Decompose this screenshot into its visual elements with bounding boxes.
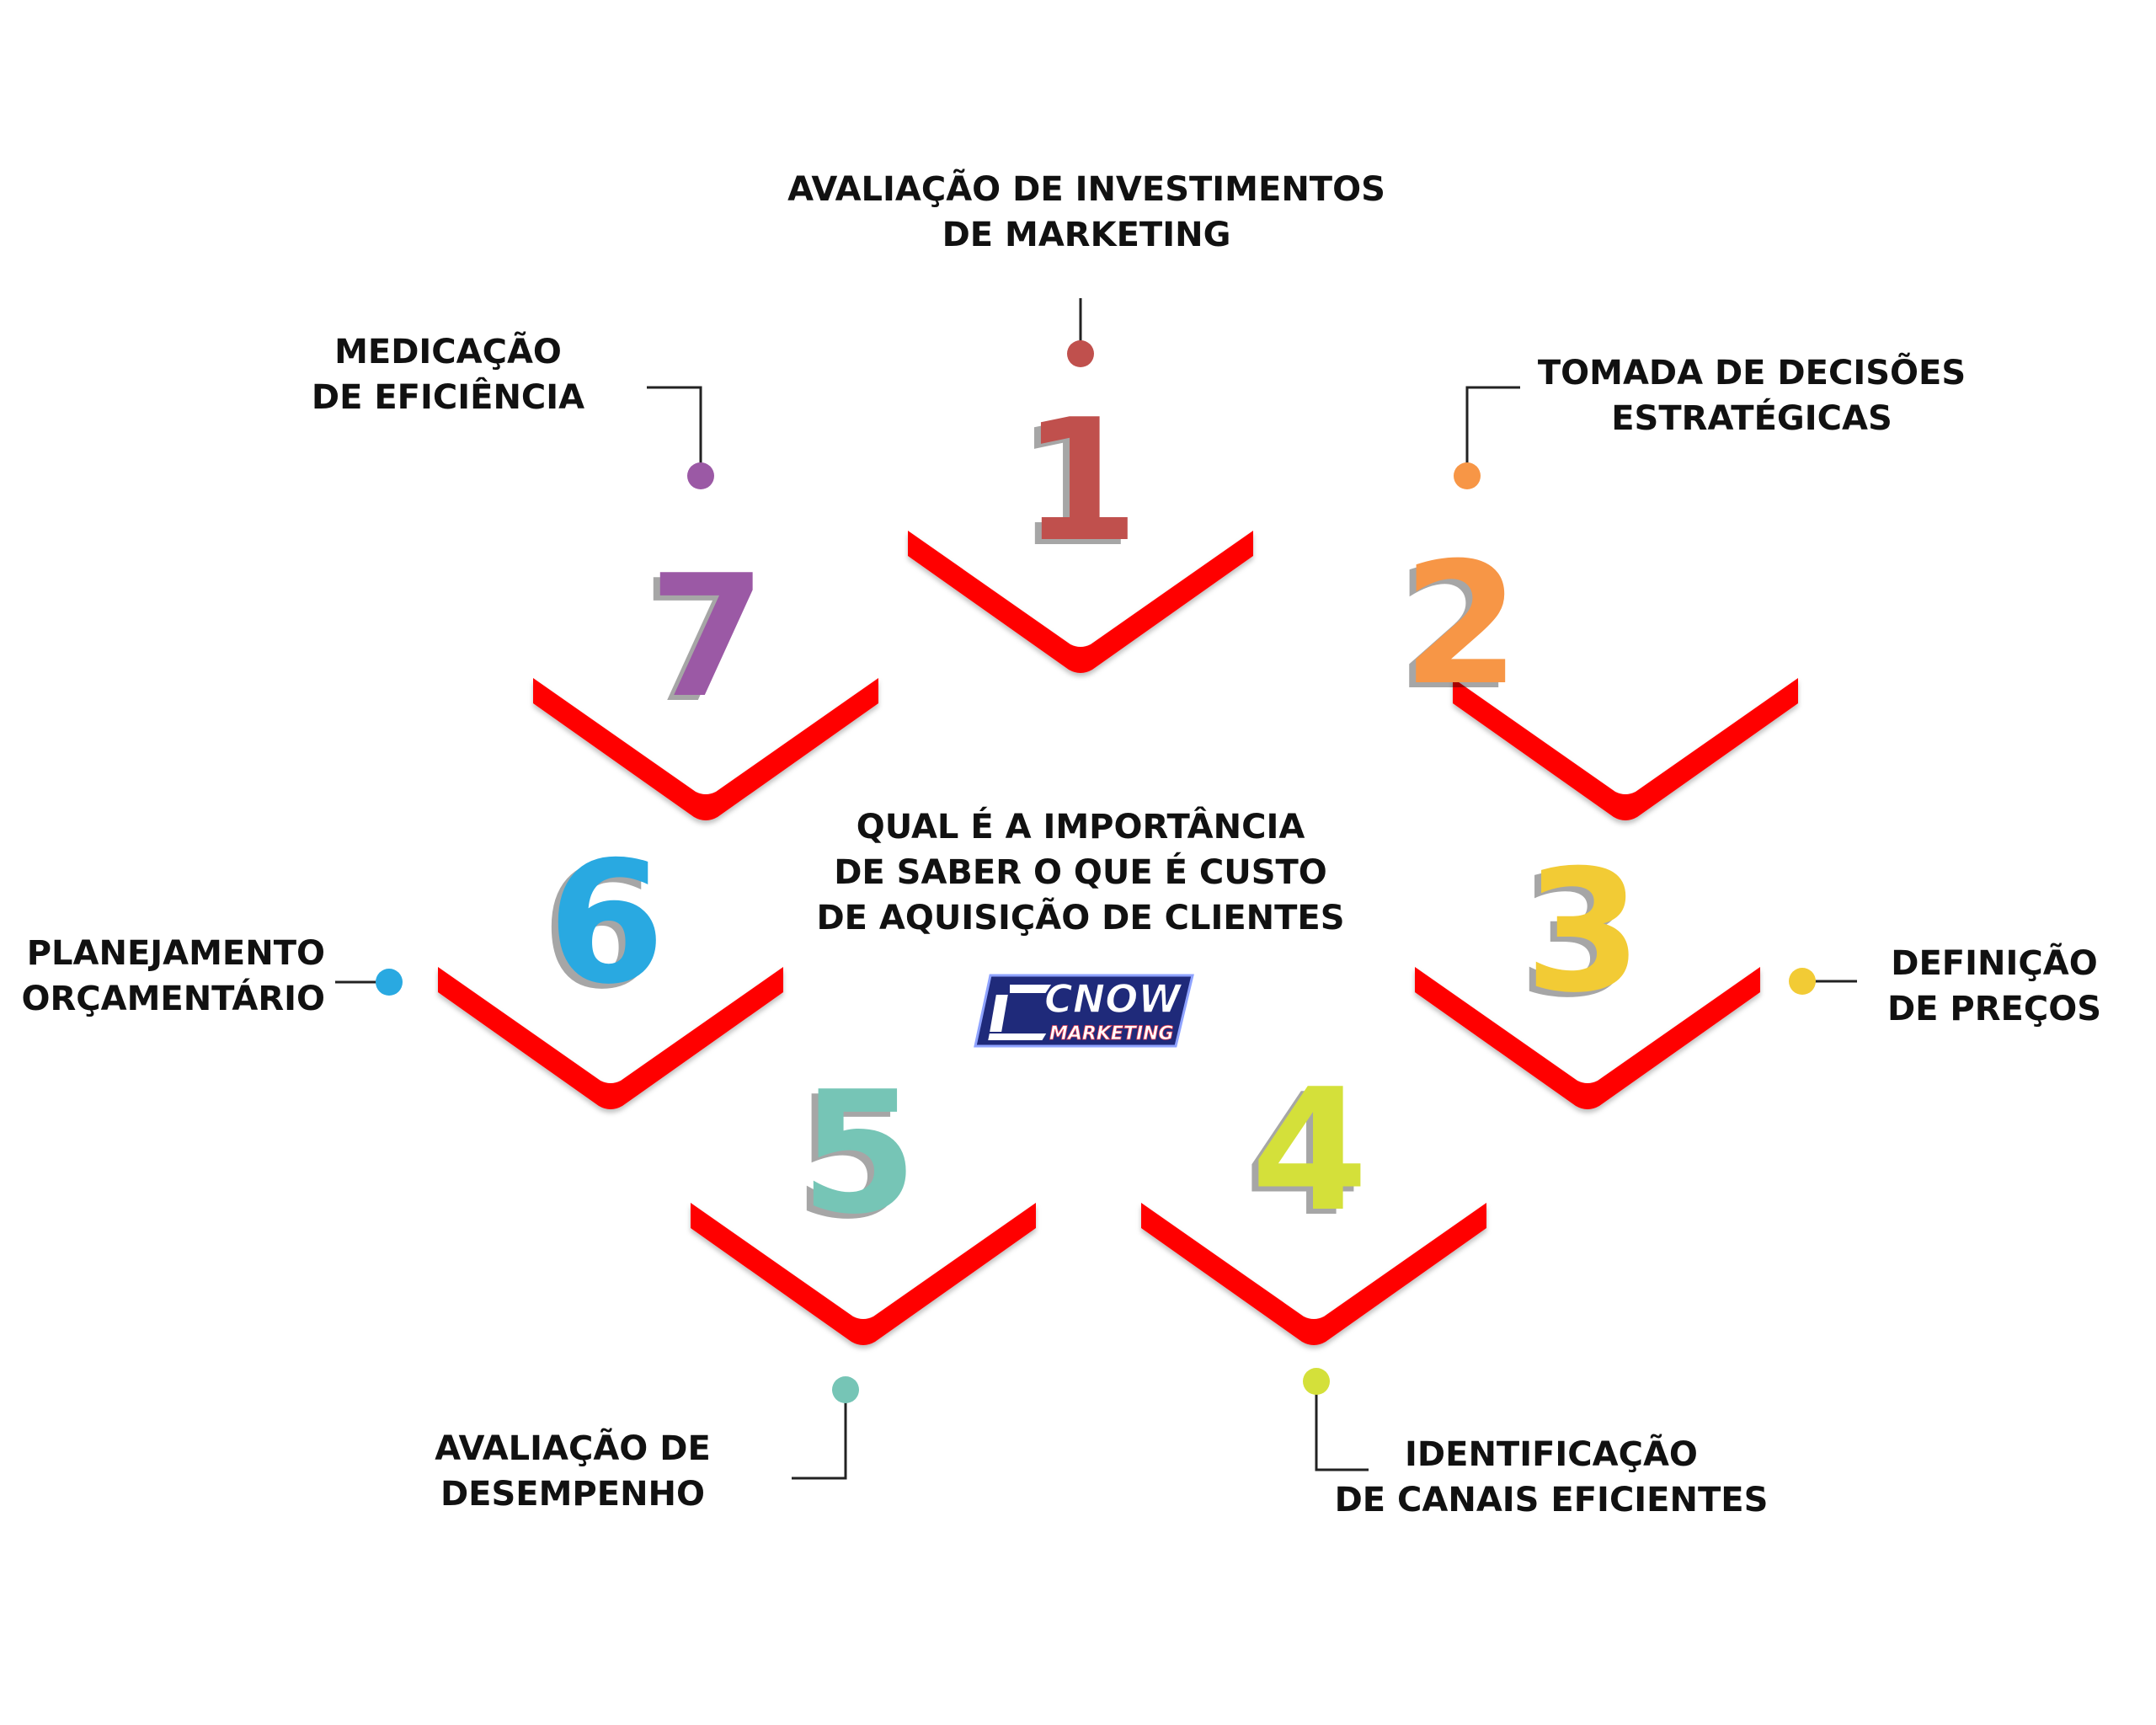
step-2-chevron bbox=[1453, 678, 1798, 820]
step-1-label-line: AVALIAÇÃO DE INVESTIMENTOS bbox=[787, 170, 1385, 209]
step-7-label-line: DE EFICIÊNCIA bbox=[311, 378, 585, 417]
step-6-label-line: PLANEJAMENTO bbox=[26, 934, 325, 973]
step-4-label-line: DE CANAIS EFICIENTES bbox=[1334, 1481, 1769, 1519]
step-7-number-shadow: 7 bbox=[642, 544, 759, 740]
step-4-number-shadow: 4 bbox=[1244, 1058, 1361, 1254]
step-2-label: TOMADA DE DECISÕES ESTRATÉGICAS bbox=[1538, 350, 1966, 441]
step-2-label-line: TOMADA DE DECISÕES bbox=[1537, 354, 1967, 393]
step-1-number-shadow: 1 bbox=[1015, 388, 1132, 585]
step-6-chevron bbox=[438, 967, 783, 1109]
step-6-number: 6 bbox=[547, 825, 664, 1022]
step-1-dot bbox=[1067, 340, 1094, 367]
step-7-label-line: MEDICAÇÃO bbox=[334, 333, 562, 371]
step-5-chevron bbox=[691, 1203, 1036, 1345]
step-4-connector-line bbox=[1315, 1381, 1369, 1471]
step-2-number-shadow: 2 bbox=[1396, 531, 1513, 728]
step-7-label: MEDICAÇÃO DE EFICIÊNCIA bbox=[312, 329, 584, 420]
step-6-number-shadow: 6 bbox=[541, 830, 658, 1027]
step-6-label: PLANEJAMENTO ORÇAMENTÁRIO bbox=[21, 931, 325, 1022]
step-3-number-shadow: 3 bbox=[1518, 839, 1635, 1035]
step-3-number: 3 bbox=[1524, 834, 1641, 1030]
step-4-number: 4 bbox=[1251, 1053, 1368, 1249]
step-5-number: 5 bbox=[800, 1055, 917, 1252]
central-question-line: QUAL É A IMPORTÂNCIA bbox=[856, 808, 1305, 846]
step-4-dot bbox=[1303, 1368, 1330, 1395]
step-7-dot bbox=[687, 462, 714, 489]
step-3-label: DEFINIÇÃO DE PREÇOS bbox=[1887, 941, 2101, 1032]
step-5-number-shadow: 5 bbox=[793, 1060, 910, 1257]
logo-main-text: CNOW bbox=[1044, 976, 1182, 1022]
step-7-connector-line bbox=[647, 386, 702, 476]
step-6-label-line: ORÇAMENTÁRIO bbox=[21, 980, 325, 1018]
step-4-label: IDENTIFICAÇÃO DE CANAIS EFICIENTES bbox=[1335, 1432, 1769, 1523]
connectors bbox=[335, 298, 1857, 1480]
step-5-label-line: DESEMPENHO bbox=[440, 1475, 706, 1514]
logo-c-icon bbox=[985, 983, 1054, 1042]
step-3-dot bbox=[1789, 968, 1816, 995]
central-question: QUAL É A IMPORTÂNCIA DE SABER O QUE É CU… bbox=[816, 804, 1344, 941]
central-question-line: DE SABER O QUE É CUSTO bbox=[834, 853, 1327, 892]
step-3-label-line: DEFINIÇÃO bbox=[1891, 944, 2098, 983]
step-5-label-line: AVALIAÇÃO DE bbox=[435, 1429, 711, 1468]
step-2-number: 2 bbox=[1402, 526, 1519, 723]
step-1-number: 1 bbox=[1022, 383, 1139, 579]
step-4-chevron bbox=[1141, 1203, 1486, 1345]
step-1-chevron bbox=[908, 531, 1253, 673]
step-1-label: AVALIAÇÃO DE INVESTIMENTOS DE MARKETING bbox=[787, 167, 1385, 258]
chevrons bbox=[438, 531, 1798, 1345]
step-1-label-line: DE MARKETING bbox=[942, 216, 1231, 254]
logo-sub-text: MARKETING bbox=[1049, 1023, 1174, 1044]
step-4-label-line: IDENTIFICAÇÃO bbox=[1405, 1435, 1698, 1474]
step-7-chevron bbox=[533, 678, 878, 820]
step-3-label-line: DE PREÇOS bbox=[1886, 990, 2102, 1028]
step-7-number: 7 bbox=[648, 539, 766, 735]
step-3-chevron bbox=[1415, 967, 1760, 1109]
step-5-label: AVALIAÇÃO DE DESEMPENHO bbox=[435, 1426, 711, 1517]
cnow-logo: CNOW MARKETING bbox=[974, 974, 1194, 1048]
step-5-dot bbox=[832, 1376, 859, 1403]
step-2-label-line: ESTRATÉGICAS bbox=[1611, 399, 1892, 438]
step-6-dot bbox=[376, 969, 403, 996]
step-2-connector-line bbox=[1465, 386, 1520, 476]
step-2-dot bbox=[1454, 462, 1481, 489]
step-5-connector-line bbox=[792, 1390, 847, 1480]
central-question-line: DE AQUISIÇÃO DE CLIENTES bbox=[816, 899, 1345, 937]
